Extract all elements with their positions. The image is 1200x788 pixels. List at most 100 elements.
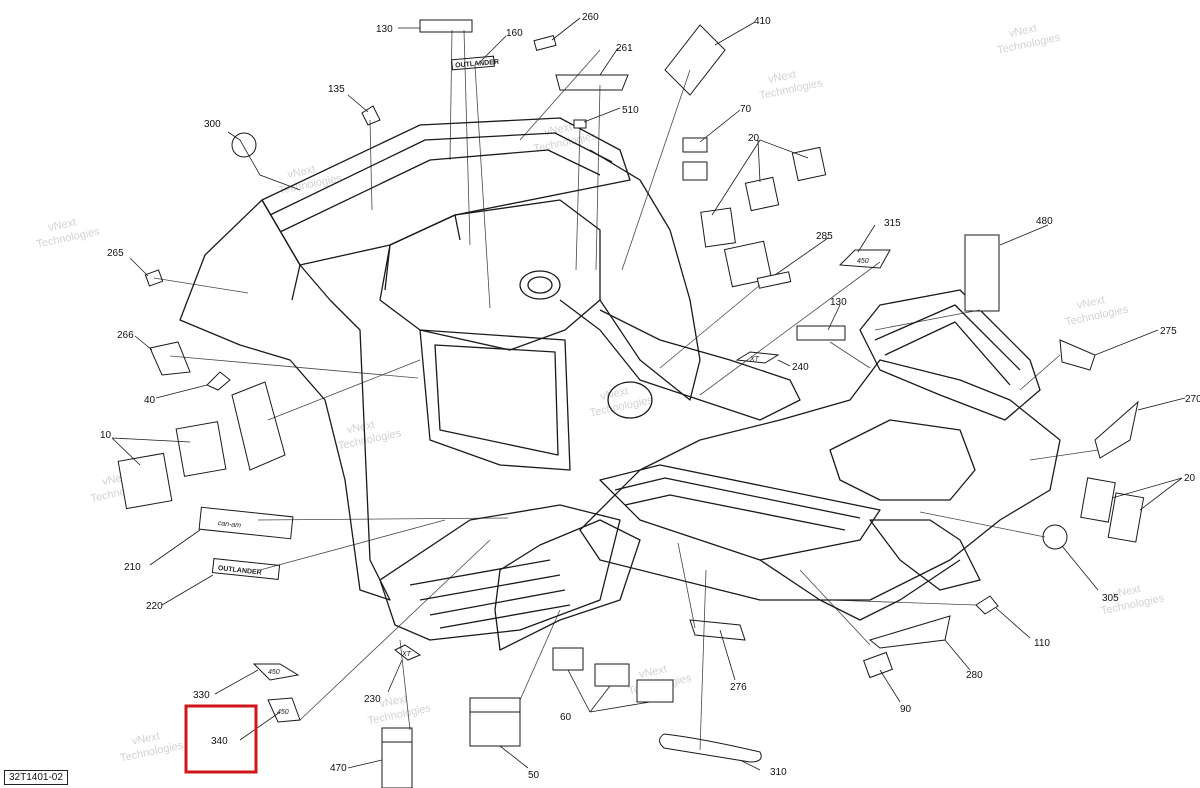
- callout-275: 275: [1160, 326, 1177, 337]
- rear-rack-rail: [279, 149, 601, 233]
- callout-510: 510: [622, 105, 639, 116]
- decal-20d: [1107, 492, 1145, 543]
- front-hood: [579, 359, 1061, 601]
- front-upper-rack: [859, 289, 1041, 421]
- watermark: vNext: [131, 730, 161, 748]
- rear-rack-bar: [291, 214, 461, 301]
- watermark: vNext: [638, 663, 668, 681]
- callout-20: 20: [1184, 473, 1196, 484]
- callout-90: 90: [900, 704, 912, 715]
- decal-xt-text: XT: [749, 356, 760, 363]
- callout-130: 130: [376, 24, 393, 35]
- decal-labels: can-am OUTLANDER OUTLANDER XT XT 450 450…: [217, 59, 868, 716]
- decal-20a: [744, 176, 780, 212]
- side-panel: [419, 329, 571, 471]
- callout-340: 340: [211, 736, 228, 747]
- watermark: vNext: [47, 216, 77, 234]
- decal-130-right: [796, 325, 846, 341]
- fuel-cap-inner: [527, 276, 553, 294]
- decal-90: [863, 651, 893, 679]
- vehicle-body: [179, 117, 1061, 651]
- decal-10a: [175, 421, 227, 477]
- highlight-box-340[interactable]: [184, 704, 258, 774]
- front-upper-rack-rail: [884, 321, 1011, 386]
- callout-210: 210: [124, 562, 141, 573]
- side-panel-inner: [434, 344, 559, 456]
- decal-275: [1059, 339, 1096, 371]
- callout-130: 130: [830, 297, 847, 308]
- callout-410: 410: [754, 16, 771, 27]
- decal-warning: [700, 207, 736, 248]
- footwell: [379, 504, 621, 641]
- center-console: [379, 199, 601, 351]
- callout-270: 270: [1185, 394, 1200, 405]
- decal-450-small-text: 450: [277, 709, 289, 716]
- watermark: vNext: [1076, 294, 1106, 312]
- decal-40: [206, 371, 231, 391]
- decal-450-text: 450: [857, 258, 869, 265]
- callout-70: 70: [740, 104, 752, 115]
- decal-220: [211, 558, 281, 580]
- decal-can-am-text: can-am: [217, 520, 241, 529]
- decal-70b: [682, 161, 708, 181]
- callout-220: 220: [146, 601, 163, 612]
- callout-110: 110: [1034, 638, 1050, 649]
- decal-20c: [1080, 477, 1116, 523]
- decal-parts: [117, 19, 1145, 788]
- callout-40: 40: [144, 395, 156, 406]
- decal-330: [252, 663, 300, 681]
- watermark: vNext: [379, 693, 409, 711]
- decal-266: [149, 341, 191, 376]
- decal-outlander-text: OUTLANDER: [218, 565, 262, 577]
- wheel-well: [869, 519, 981, 591]
- rear-rack-rail: [269, 132, 613, 216]
- callout-135: 135: [328, 84, 345, 95]
- decal-470: [381, 727, 413, 788]
- callout-266: 266: [117, 330, 134, 341]
- watermark: vNext: [543, 121, 573, 139]
- front-fender: [494, 519, 641, 651]
- callout-240: 240: [792, 362, 809, 373]
- footrest-grid: [409, 559, 571, 629]
- callout-310: 310: [770, 767, 787, 778]
- callout-261: 261: [616, 43, 633, 54]
- decal-outlander-small-text: OUTLANDER: [455, 59, 499, 70]
- decal-305: [1042, 524, 1068, 550]
- front-upper-rack-rail: [874, 304, 1021, 371]
- callout-230: 230: [364, 694, 381, 705]
- callout-305: 305: [1102, 593, 1119, 604]
- decal-276: [689, 619, 746, 641]
- callout-330: 330: [193, 690, 210, 701]
- decal-270: [1094, 400, 1139, 459]
- watermark: vNext: [286, 163, 316, 181]
- decal-510: [573, 119, 587, 129]
- rear-fender-right: [589, 149, 701, 401]
- decal-long-panel: [231, 381, 286, 471]
- callout-labels: 130 160 260 261 410 510 70 20 315 285 48…: [100, 12, 1200, 781]
- callout-300: 300: [204, 119, 221, 130]
- decal-410: [664, 24, 726, 96]
- decal-20b: [791, 146, 827, 182]
- callout-10: 10: [100, 430, 112, 441]
- callout-160: 160: [506, 28, 523, 39]
- decal-280: [868, 615, 951, 649]
- watermark: vNext: [346, 419, 376, 437]
- decal-60a: [552, 647, 584, 671]
- decal-285: [723, 240, 773, 288]
- drawing-code-label: 32T1401-02: [4, 770, 68, 785]
- front-storage: [829, 419, 976, 501]
- fuel-cap: [519, 270, 561, 300]
- decal-70a: [682, 137, 708, 153]
- steering-hub: [607, 381, 653, 419]
- decal-60c: [636, 679, 674, 703]
- callout-280: 280: [966, 670, 983, 681]
- watermark: vNext: [1112, 583, 1142, 601]
- watermark: vNext: [599, 385, 629, 403]
- decal-310: [659, 733, 762, 763]
- rear-fender-left: [179, 199, 391, 601]
- leader-lines: [111, 17, 1186, 771]
- decal-xt-small-text: XT: [401, 651, 412, 658]
- callout-260: 260: [582, 12, 599, 23]
- decal-285-strip: [756, 271, 792, 289]
